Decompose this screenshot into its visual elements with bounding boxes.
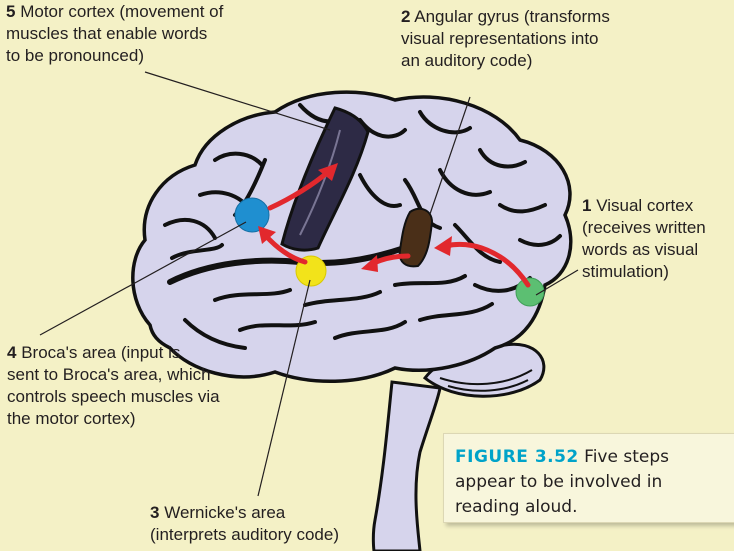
caption-line-2: appear to be involved in [455, 470, 669, 495]
label-visual-cortex-line-3: words as visual [582, 239, 706, 261]
label-angular-gyrus-line-1: Angular gyrus (transforms [414, 7, 610, 26]
label-wernicke-line-2: (interprets auditory code) [150, 524, 339, 546]
label-angular-gyrus-line-3: an auditory code) [401, 50, 610, 72]
label-motor-cortex-line-1: Motor cortex (movement of [20, 2, 223, 21]
label-motor-cortex-line-3: to be pronounced) [6, 45, 223, 67]
label-angular-gyrus: 2 Angular gyrus (transforms visual repre… [401, 6, 610, 72]
label-wernicke-line-1: Wernicke's area [164, 503, 285, 522]
label-visual-cortex-line-4: stimulation) [582, 261, 706, 283]
label-broca-area: 4 Broca's area (input is sent to Broca's… [7, 342, 220, 430]
label-broca-line-4: the motor cortex) [7, 408, 220, 430]
caption-line-3: reading aloud. [455, 495, 669, 520]
label-visual-cortex-line-1: Visual cortex [596, 196, 693, 215]
figure-caption-text: FIGURE 3.52 Five steps appear to be invo… [455, 445, 669, 520]
label-angular-gyrus-line-2: visual representations into [401, 28, 610, 50]
label-motor-cortex-line-2: muscles that enable words [6, 23, 223, 45]
label-broca-number: 4 [7, 343, 16, 362]
label-motor-cortex: 5 Motor cortex (movement of muscles that… [6, 1, 223, 67]
visual-cortex-dot [516, 278, 544, 306]
caption-line-1: Five steps [584, 447, 669, 467]
label-wernicke-number: 3 [150, 503, 159, 522]
label-broca-line-2: sent to Broca's area, which [7, 364, 220, 386]
label-angular-gyrus-number: 2 [401, 7, 410, 26]
label-motor-cortex-number: 5 [6, 2, 15, 21]
label-broca-line-3: controls speech muscles via [7, 386, 220, 408]
label-visual-cortex: 1 Visual cortex (receives written words … [582, 195, 706, 283]
broca-area-dot [235, 198, 269, 232]
brain-stem [373, 382, 440, 551]
label-wernicke-area: 3 Wernicke's area (interprets auditory c… [150, 502, 339, 546]
label-visual-cortex-number: 1 [582, 196, 591, 215]
label-visual-cortex-line-2: (receives written [582, 217, 706, 239]
figure-number: FIGURE 3.52 [455, 447, 579, 467]
figure-caption-box: FIGURE 3.52 Five steps appear to be invo… [443, 433, 734, 523]
label-broca-line-1: Broca's area (input is [21, 343, 180, 362]
